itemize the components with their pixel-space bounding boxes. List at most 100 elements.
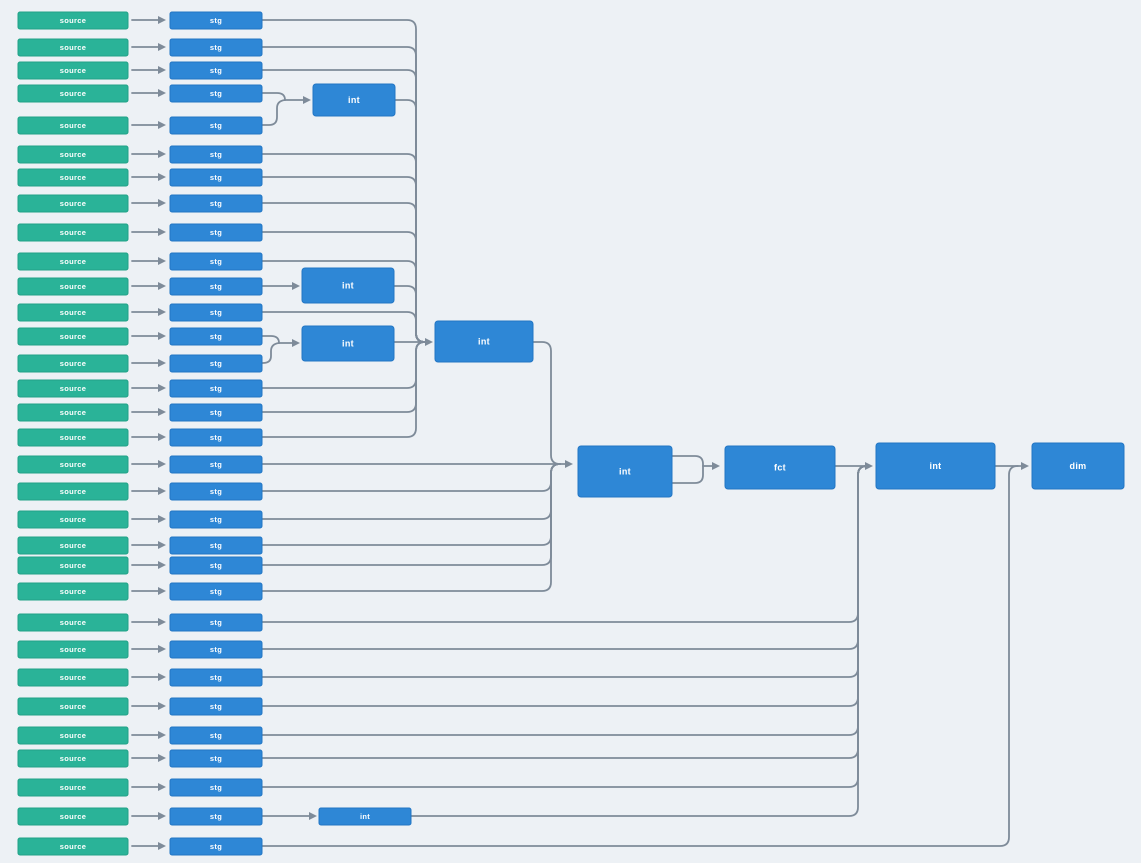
node-source-row-28[interactable]: source bbox=[17, 726, 129, 745]
source-box bbox=[17, 726, 129, 745]
node-stg-row-10[interactable]: stg bbox=[169, 252, 263, 271]
node-stg-row-19[interactable]: stg bbox=[169, 482, 263, 501]
edge-int-e-out-lower bbox=[671, 465, 704, 484]
node-stg-row-8[interactable]: stg bbox=[169, 194, 263, 213]
node-source-row-13[interactable]: source bbox=[17, 327, 129, 346]
source-box bbox=[17, 61, 129, 80]
model-label: int bbox=[342, 339, 354, 349]
node-stg-row-13[interactable]: stg bbox=[169, 327, 263, 346]
node-source-row-19[interactable]: source bbox=[17, 482, 129, 501]
edge-int-b-out-trunk1 bbox=[393, 285, 426, 343]
model-label: stg bbox=[210, 561, 222, 570]
node-stg-row-26[interactable]: stg bbox=[169, 668, 263, 687]
source-box bbox=[17, 510, 129, 529]
node-source-row-31[interactable]: source bbox=[17, 807, 129, 826]
node-stg-row-27[interactable]: stg bbox=[169, 697, 263, 716]
node-source-row-11[interactable]: source bbox=[17, 277, 129, 296]
node-source-row-2[interactable]: source bbox=[17, 38, 129, 57]
node-stg-row-11[interactable]: stg bbox=[169, 277, 263, 296]
model-label: stg bbox=[210, 433, 222, 442]
node-source-row-21[interactable]: source bbox=[17, 536, 129, 555]
node-int-f[interactable]: int bbox=[875, 442, 996, 490]
source-box bbox=[17, 697, 129, 716]
node-source-row-10[interactable]: source bbox=[17, 252, 129, 271]
node-source-row-16[interactable]: source bbox=[17, 403, 129, 422]
edge-stg-row-32-out bbox=[261, 465, 1019, 847]
source-label: source bbox=[60, 731, 86, 740]
model-box bbox=[169, 613, 263, 632]
node-source-row-24[interactable]: source bbox=[17, 613, 129, 632]
node-int-e[interactable]: int bbox=[577, 445, 673, 498]
model-label: int bbox=[348, 95, 360, 105]
node-stg-row-31[interactable]: stg bbox=[169, 807, 263, 826]
node-stg-row-5[interactable]: stg bbox=[169, 116, 263, 135]
node-source-row-29[interactable]: source bbox=[17, 749, 129, 768]
node-source-row-3[interactable]: source bbox=[17, 61, 129, 80]
node-int-c[interactable]: int bbox=[301, 325, 395, 362]
source-label: source bbox=[60, 408, 86, 417]
source-label: source bbox=[60, 754, 86, 763]
node-fct[interactable]: fct bbox=[724, 445, 836, 490]
node-source-row-17[interactable]: source bbox=[17, 428, 129, 447]
source-label: source bbox=[60, 332, 86, 341]
model-label: stg bbox=[210, 673, 222, 682]
node-source-row-15[interactable]: source bbox=[17, 379, 129, 398]
node-int-b[interactable]: int bbox=[301, 267, 395, 304]
node-stg-row-2[interactable]: stg bbox=[169, 38, 263, 57]
node-stg-row-14[interactable]: stg bbox=[169, 354, 263, 373]
node-source-row-4[interactable]: source bbox=[17, 84, 129, 103]
node-source-row-7[interactable]: source bbox=[17, 168, 129, 187]
node-stg-row-9[interactable]: stg bbox=[169, 223, 263, 242]
node-source-row-26[interactable]: source bbox=[17, 668, 129, 687]
node-stg-row-15[interactable]: stg bbox=[169, 379, 263, 398]
node-dim[interactable]: dim bbox=[1031, 442, 1125, 490]
node-stg-row-7[interactable]: stg bbox=[169, 168, 263, 187]
source-box bbox=[17, 38, 129, 57]
node-stg-row-23[interactable]: stg bbox=[169, 582, 263, 601]
node-stg-row-22[interactable]: stg bbox=[169, 556, 263, 575]
node-source-row-1[interactable]: source bbox=[17, 11, 129, 30]
source-box bbox=[17, 379, 129, 398]
node-stg-row-3[interactable]: stg bbox=[169, 61, 263, 80]
node-int-d[interactable]: int bbox=[434, 320, 534, 363]
model-box bbox=[169, 379, 263, 398]
node-source-row-12[interactable]: source bbox=[17, 303, 129, 322]
node-stg-row-30[interactable]: stg bbox=[169, 778, 263, 797]
node-source-row-25[interactable]: source bbox=[17, 640, 129, 659]
node-stg-row-16[interactable]: stg bbox=[169, 403, 263, 422]
node-source-row-20[interactable]: source bbox=[17, 510, 129, 529]
node-source-row-30[interactable]: source bbox=[17, 778, 129, 797]
node-stg-row-25[interactable]: stg bbox=[169, 640, 263, 659]
model-box bbox=[169, 61, 263, 80]
node-stg-row-24[interactable]: stg bbox=[169, 613, 263, 632]
model-box bbox=[169, 354, 263, 373]
node-source-row-14[interactable]: source bbox=[17, 354, 129, 373]
node-stg-row-4[interactable]: stg bbox=[169, 84, 263, 103]
node-int-a[interactable]: int bbox=[312, 83, 396, 117]
node-source-row-5[interactable]: source bbox=[17, 116, 129, 135]
node-stg-row-28[interactable]: stg bbox=[169, 726, 263, 745]
node-stg-row-18[interactable]: stg bbox=[169, 455, 263, 474]
node-source-row-22[interactable]: source bbox=[17, 556, 129, 575]
node-source-row-6[interactable]: source bbox=[17, 145, 129, 164]
node-stg-row-12[interactable]: stg bbox=[169, 303, 263, 322]
node-stg-row-6[interactable]: stg bbox=[169, 145, 263, 164]
model-box bbox=[169, 403, 263, 422]
node-source-row-8[interactable]: source bbox=[17, 194, 129, 213]
source-label: source bbox=[60, 702, 86, 711]
node-stg-row-21[interactable]: stg bbox=[169, 536, 263, 555]
node-stg-row-32[interactable]: stg bbox=[169, 837, 263, 856]
node-stg-row-17[interactable]: stg bbox=[169, 428, 263, 447]
node-source-row-27[interactable]: source bbox=[17, 697, 129, 716]
node-stg-row-29[interactable]: stg bbox=[169, 749, 263, 768]
node-source-row-9[interactable]: source bbox=[17, 223, 129, 242]
node-source-row-32[interactable]: source bbox=[17, 837, 129, 856]
node-stg-row-1[interactable]: stg bbox=[169, 11, 263, 30]
node-source-row-23[interactable]: source bbox=[17, 582, 129, 601]
edge-stg-row-21-out bbox=[261, 463, 561, 546]
node-int-g[interactable]: int bbox=[318, 807, 412, 826]
node-source-row-18[interactable]: source bbox=[17, 455, 129, 474]
node-stg-row-20[interactable]: stg bbox=[169, 510, 263, 529]
